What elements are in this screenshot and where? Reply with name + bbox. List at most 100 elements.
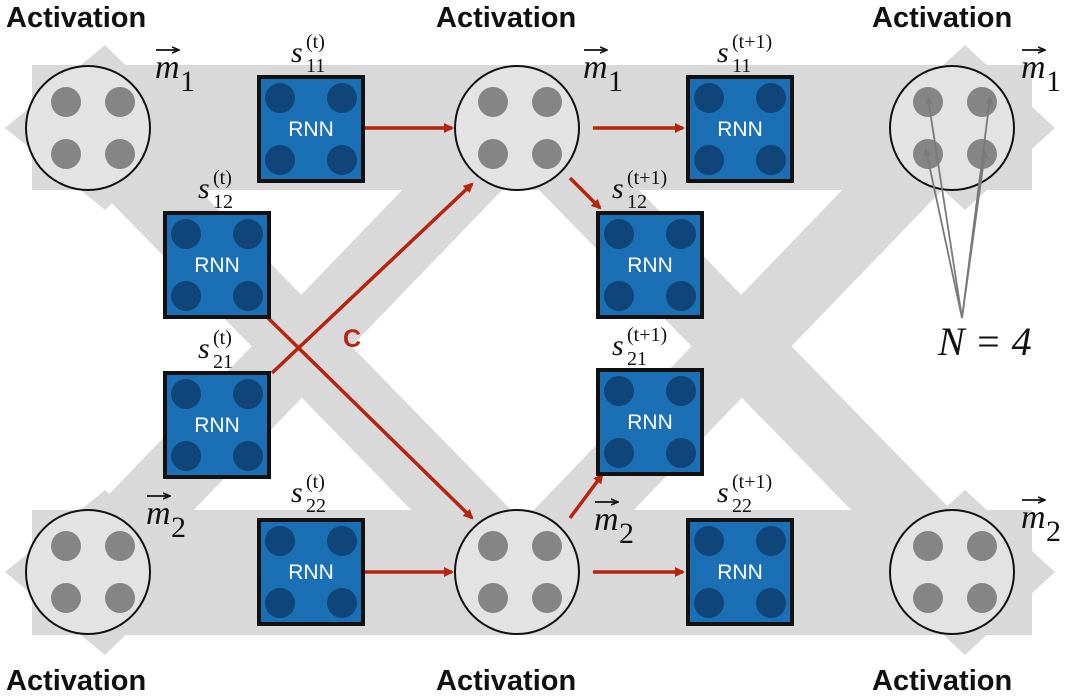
rnn-unit-dot [265,526,295,556]
neuron-dot [478,531,508,561]
neuron-dot [478,87,508,117]
activation-node-2-right [889,509,1015,635]
module-sub: 1 [180,65,195,98]
state-label-s22-t: s (t) 22 [291,471,326,517]
module-symbol-m1-middle: m 1 [583,49,623,98]
state-sup: (t) [213,327,232,349]
state-base: s [291,36,303,69]
rnn-box-s22-t: RNN [257,518,365,626]
neuron-dot [105,87,135,117]
state-base: s [717,476,729,509]
rnn-unit-dot [604,376,634,406]
state-sub: 21 [213,351,233,373]
band-mid-right-notch [670,190,810,255]
rnn-unit-dot [327,145,357,175]
module-symbol-m2-middle: m 2 [594,501,634,550]
rnn-unit-dot [327,588,357,618]
rnn-label: RNN [627,254,673,277]
module-symbol-m2-left: m 2 [146,495,186,544]
activation-node-1-left [25,65,151,191]
rnn-unit-dot [604,281,634,311]
activation-node-1-middle [454,65,580,191]
weight-arrows [923,96,994,319]
state-sup: (t) [306,471,325,493]
state-label-s21-t1: s (t+1) 21 [612,324,667,370]
rnn-unit-dot [171,379,201,409]
weight-arrow [924,96,963,319]
state-sub: 11 [732,55,751,77]
rnn-unit-dot [233,281,263,311]
state-base: s [612,329,624,362]
arrow-m2-to-s21t1 [568,473,604,520]
state-sub: 21 [627,348,647,370]
rnn-unit-dot [265,83,295,113]
rnn-unit-dot [327,83,357,113]
neuron-dot [967,531,997,561]
state-sub: 22 [306,495,326,517]
rnn-unit-dot [694,526,724,556]
rnn-unit-dot [694,145,724,175]
band-mid-left-notch [240,190,380,255]
state-sup: (t) [213,167,232,189]
module-sub: 2 [1046,515,1061,548]
rnn-box-s22-t1: RNN [686,518,794,626]
weight-arrow [923,148,963,319]
arrow-s21t-to-m1 [270,182,474,375]
module-letter: m [594,501,619,538]
module-letter: m [583,49,608,86]
module-letter: m [1021,499,1046,536]
rnn-unit-dot [265,588,295,618]
state-sub: 12 [627,191,647,213]
flow-arrows [266,123,685,577]
module-symbol-m2-right: m 2 [1021,499,1061,548]
neuron-dot [51,583,81,613]
rnn-label: RNN [194,254,240,277]
activation-node-1-right [889,65,1015,191]
neuron-dot [532,87,562,117]
module-letter: m [155,49,180,86]
arrow-m1-to-s12t1 [568,176,602,210]
neuron-dot [532,139,562,169]
neuron-dot [51,87,81,117]
module-sub: 1 [608,65,623,98]
module-sub: 2 [619,517,634,550]
rnn-unit-dot [265,145,295,175]
rnn-box-s12-t: RNN [163,211,271,319]
weight-arrow [961,150,989,319]
module-sub: 2 [171,511,186,544]
activation-labels: Activation Activation Activation Activat… [6,2,1012,697]
rnn-unit-dot [756,588,786,618]
neuron-dot [51,531,81,561]
rnn-label: RNN [288,561,334,584]
rnn-box-s12-t1: RNN [596,211,704,319]
state-sub: 11 [306,55,325,77]
state-sup: (t+1) [732,471,772,493]
neuron-dot [478,583,508,613]
rnn-unit-dot [233,379,263,409]
neuron-dot [913,531,943,561]
rnn-unit-dot [666,438,696,468]
state-label-s22-t1: s (t+1) 22 [717,471,772,517]
state-label-s12-t1: s (t+1) 12 [612,167,667,213]
state-sup: (t+1) [732,31,772,53]
state-base: s [612,172,624,205]
state-sup: (t) [306,31,325,53]
neuron-dot [105,139,135,169]
neuron-dot [532,531,562,561]
neuron-count-label: N = 4 [937,319,1032,364]
band-right-center-diamond [830,225,1080,475]
rnn-unit-dot [604,219,634,249]
rnn-unit-dot [171,441,201,471]
state-label-s11-t1: s (t+1) 11 [717,31,772,77]
activation-label-bottom-right: Activation [872,665,1012,697]
rnn-unit-dot [233,219,263,249]
state-base: s [291,476,303,509]
neuron-dot [105,531,135,561]
rnn-unit-dot [756,145,786,175]
module-letter: m [146,495,171,532]
state-label-s12-t: s (t) 12 [198,167,233,213]
rnn-box-s21-t: RNN [163,371,271,479]
rnn-label: RNN [717,561,763,584]
module-sub: 1 [1046,65,1061,98]
